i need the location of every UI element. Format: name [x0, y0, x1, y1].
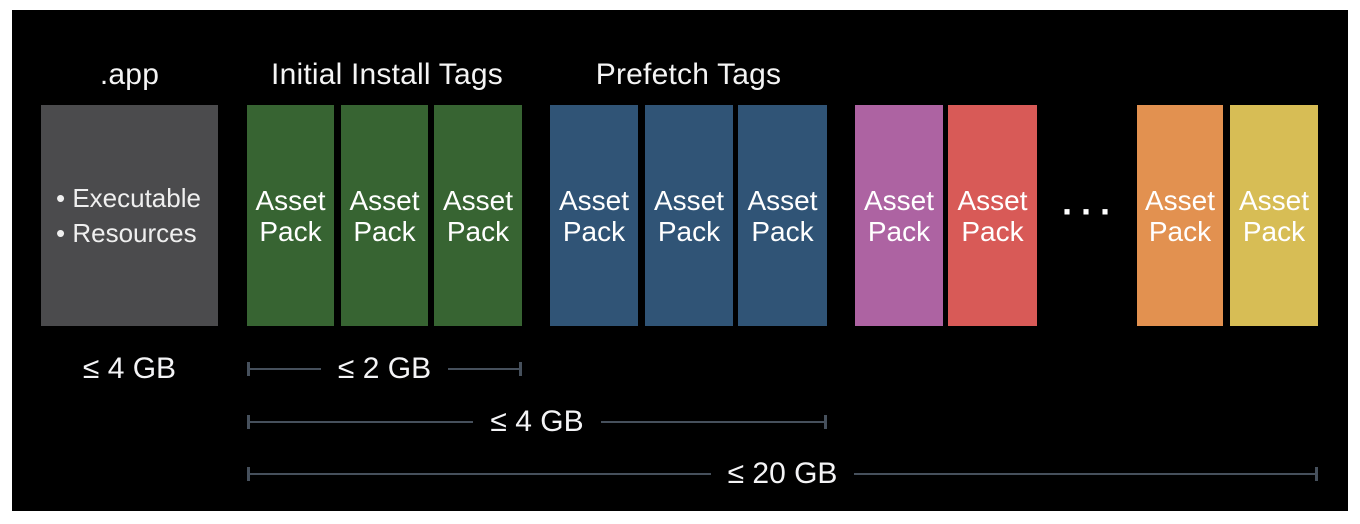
- asset-pack-label: Asset Pack: [863, 184, 935, 247]
- initial-install-size-measure: ≤ 2 GB: [247, 347, 523, 391]
- asset-pack-ondemand-2: Asset Pack: [948, 105, 1037, 326]
- app-bundle-box: • Executable • Resources: [41, 105, 218, 326]
- asset-pack-ondemand-1: Asset Pack: [855, 105, 943, 326]
- asset-pack-trailing-1: Asset Pack: [1137, 105, 1223, 326]
- app-bundle-item-executable: • Executable: [56, 183, 201, 213]
- measure-tick-left: [247, 467, 250, 481]
- diagram-panel: .app Initial Install Tags Prefetch Tags …: [12, 10, 1348, 511]
- measure-line: [854, 473, 1316, 475]
- app-size-limit: ≤ 4 GB: [82, 352, 177, 385]
- asset-pack-prefetch-3: Asset Pack: [738, 105, 827, 326]
- measure-line: [250, 421, 474, 423]
- app-bundle-item-resources: • Resources: [56, 218, 197, 248]
- measure-tick-right: [1315, 467, 1319, 481]
- measure-line: [600, 421, 825, 423]
- measure-line: [448, 368, 520, 370]
- app-bundle-contents: • Executable • Resources: [41, 184, 201, 247]
- asset-pack-trailing-2: Asset Pack: [1230, 105, 1318, 326]
- app-section-label: .app: [99, 58, 160, 91]
- asset-pack-prefetch-2: Asset Pack: [645, 105, 733, 326]
- measure-tick-right: [824, 415, 828, 429]
- measure-line: [250, 473, 711, 475]
- initial-install-size-limit: ≤ 2 GB: [337, 352, 432, 385]
- more-packs-ellipsis-icon: ···: [1062, 191, 1119, 232]
- asset-pack-label: Asset Pack: [957, 184, 1028, 247]
- asset-pack-label: Asset Pack: [442, 184, 514, 247]
- asset-pack-prefetch-1: Asset Pack: [550, 105, 638, 326]
- total-size-limit: ≤ 20 GB: [727, 457, 838, 490]
- asset-pack-label: Asset Pack: [747, 184, 818, 247]
- initial-plus-prefetch-size-measure: ≤ 4 GB: [247, 400, 828, 444]
- asset-pack-label: Asset Pack: [558, 184, 630, 247]
- asset-pack-initial-3: Asset Pack: [434, 105, 522, 326]
- asset-pack-label: Asset Pack: [1238, 184, 1310, 247]
- asset-pack-initial-1: Asset Pack: [247, 105, 334, 326]
- measure-line: [250, 368, 321, 370]
- initial-plus-prefetch-size-limit: ≤ 4 GB: [490, 405, 584, 438]
- measure-tick-left: [247, 415, 250, 429]
- asset-pack-label: Asset Pack: [653, 184, 725, 247]
- asset-pack-initial-2: Asset Pack: [341, 105, 428, 326]
- initial-install-tags-label: Initial Install Tags: [271, 58, 503, 91]
- asset-pack-label: Asset Pack: [349, 184, 420, 247]
- asset-pack-label: Asset Pack: [1144, 184, 1216, 247]
- prefetch-tags-label: Prefetch Tags: [595, 58, 782, 91]
- asset-pack-label: Asset Pack: [255, 184, 326, 247]
- measure-tick-left: [247, 362, 250, 376]
- total-size-measure: ≤ 20 GB: [247, 452, 1319, 496]
- measure-tick-right: [519, 362, 523, 376]
